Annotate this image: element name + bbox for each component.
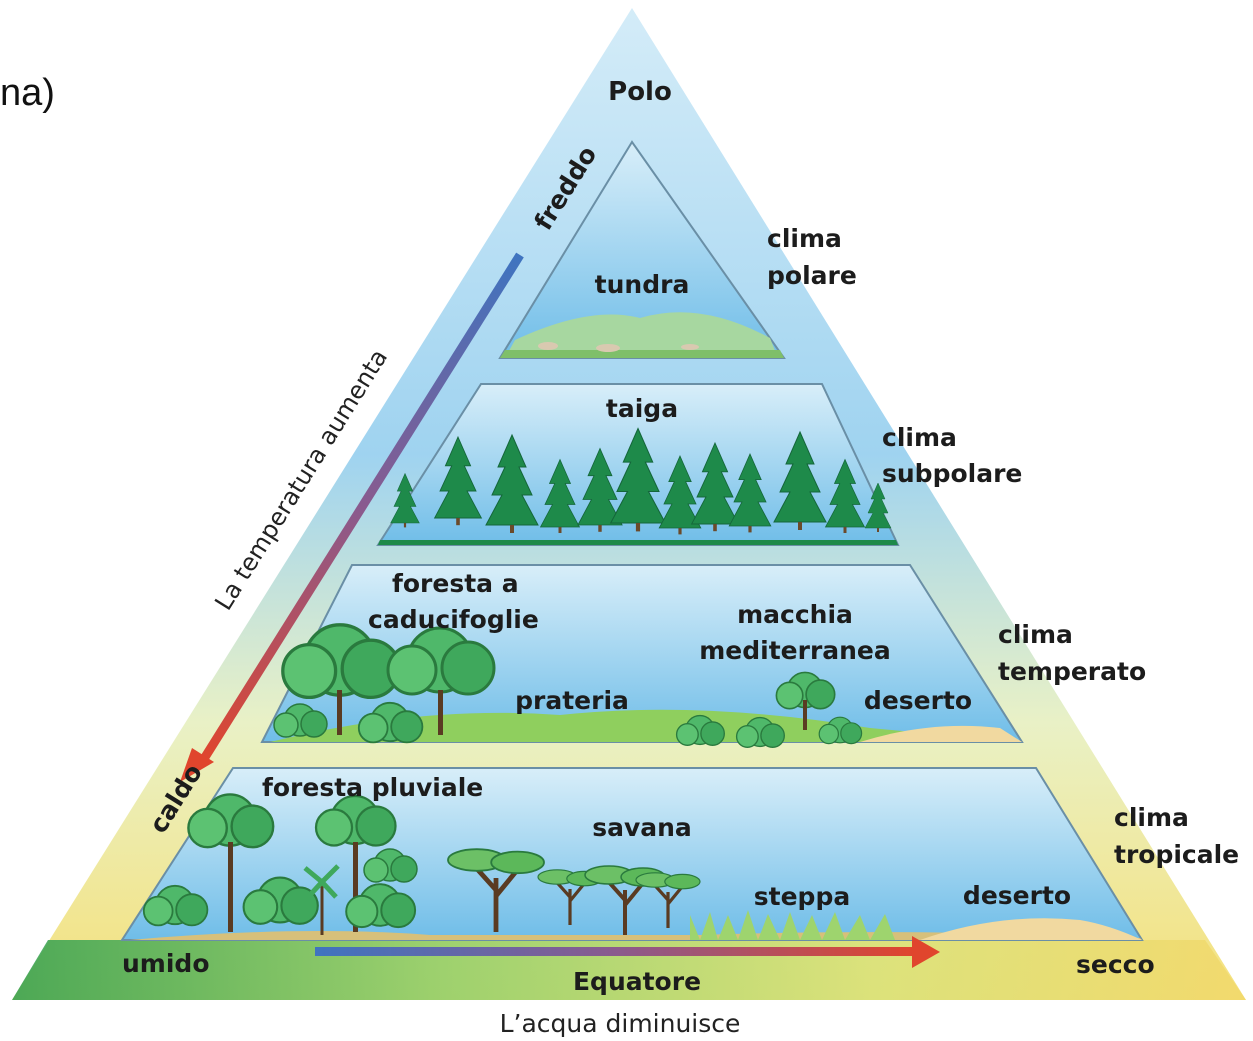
biome-tropical-desert-label: deserto — [963, 881, 1071, 910]
climate-subpolar-line2: subpolare — [882, 459, 1022, 488]
tropical-panel — [120, 767, 1144, 941]
equator-label: Equatore — [573, 967, 701, 996]
tundra-panel — [498, 140, 786, 359]
temperate-panel — [260, 564, 1024, 748]
biome-taiga-label: taiga — [606, 394, 678, 423]
temperature-arrow — [180, 252, 524, 782]
biome-savanna-label: savana — [592, 813, 692, 842]
climate-tropical-line2: tropicale — [1114, 840, 1239, 869]
biome-temperate-desert-label: deserto — [864, 686, 972, 715]
biome-deciduous-line2: caducifoglie — [368, 605, 539, 634]
climate-temperate-line2: temperato — [998, 657, 1146, 686]
climate-tropical-line1: clima — [1114, 803, 1189, 832]
climate-subpolar-line1: clima — [882, 423, 957, 452]
biome-rainforest-label: foresta pluviale — [262, 773, 483, 802]
biome-steppe-label: steppa — [754, 882, 850, 911]
pole-label: Polo — [608, 77, 672, 107]
taiga-panel — [376, 383, 900, 546]
water-caption: L’acqua diminuisce — [500, 1009, 741, 1038]
wet-label: umido — [122, 949, 210, 978]
biome-mediterranean-line2: mediterranea — [699, 636, 891, 665]
climate-polar-line2: polare — [767, 261, 857, 290]
biome-prairie-label: prateria — [515, 686, 629, 715]
corner-text: na) — [0, 72, 55, 114]
biome-tundra-label: tundra — [595, 270, 690, 299]
biome-deciduous-line1: foresta a — [392, 569, 519, 598]
climate-polar-line1: clima — [767, 224, 842, 253]
water-arrow — [315, 936, 940, 968]
climate-temperate-line1: clima — [998, 620, 1073, 649]
biome-mediterranean-line1: macchia — [737, 600, 853, 629]
dry-label: secco — [1076, 950, 1155, 979]
